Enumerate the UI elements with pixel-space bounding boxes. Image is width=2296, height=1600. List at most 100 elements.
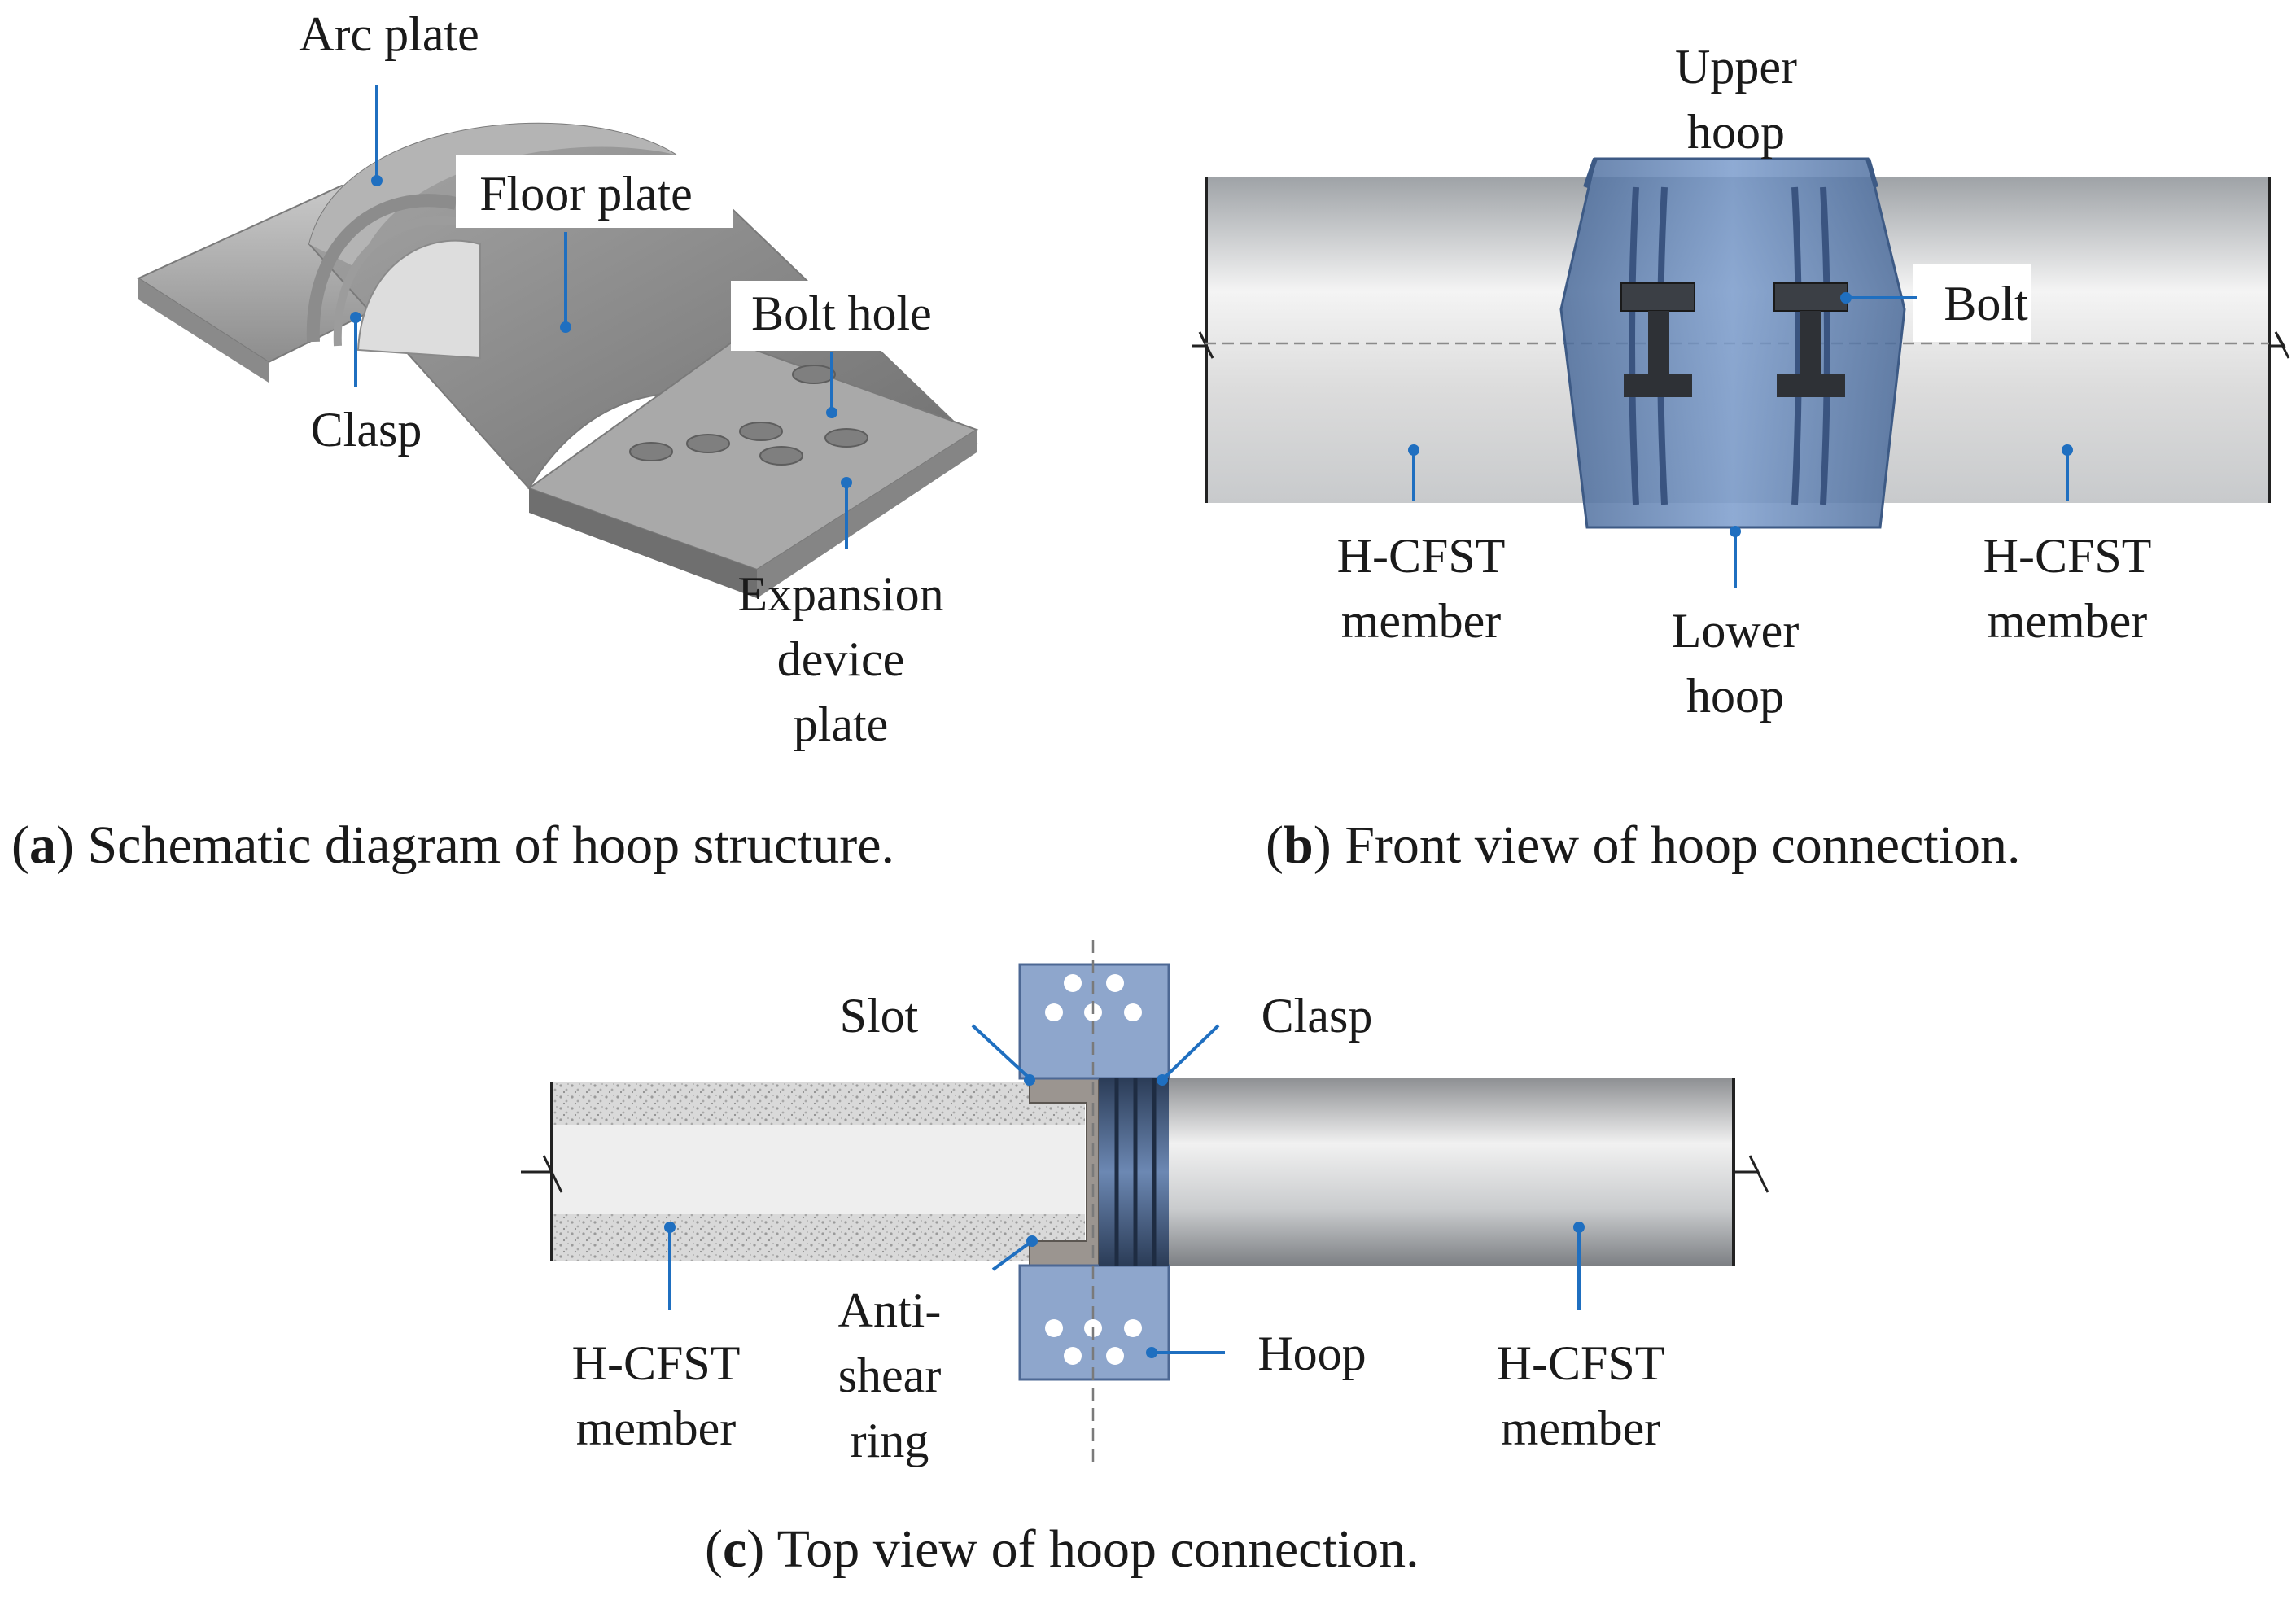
concrete-wall-bottom [552, 1214, 1085, 1261]
left-wing-edge [138, 278, 269, 383]
floor-plate-label: Floor plate [479, 167, 693, 221]
bolt-hole [629, 442, 673, 461]
clasp-dot-c [1157, 1074, 1168, 1086]
hoop-block-upper [1018, 963, 1170, 1080]
hollow-core [552, 1125, 1085, 1214]
arc-plate-dot [371, 175, 383, 186]
expansion-label-line2: device [777, 632, 905, 686]
hoop-bolt-holes-upper [1045, 974, 1142, 1021]
hoop-bolt-hole [1124, 1003, 1142, 1021]
bolt-label: Bolt [1944, 277, 2028, 330]
upper-hoop-label-line2: hoop [1687, 105, 1785, 159]
bolt-label-box [1913, 264, 2031, 342]
bolt-hole [759, 446, 803, 466]
bolt-hole-dot [826, 407, 837, 418]
hoop-label-c: Hoop [1257, 1327, 1366, 1380]
member-right-label-c-line1: H-CFST [1497, 1336, 1665, 1390]
bolt-nut [1624, 374, 1692, 397]
upper-hoop-label-line1: Upper [1675, 40, 1797, 94]
bolt-head [1620, 282, 1695, 312]
caption-b-letter: b [1284, 815, 1314, 875]
member-left-label-c-line1: H-CFST [572, 1336, 741, 1390]
floor-plate-front-edge [529, 488, 757, 598]
floor-plate-side-edge [757, 430, 977, 598]
h-cfst-pipe-c [1164, 1078, 1734, 1266]
member-left-dot-c [664, 1222, 676, 1233]
hoop-groove [1791, 186, 1802, 505]
bolt-dot [1840, 292, 1852, 304]
bolt-hole [739, 422, 783, 441]
bolt-shank [1800, 311, 1821, 374]
clasp-label-a: Clasp [311, 403, 422, 457]
bolt-hole [686, 434, 730, 453]
member-right-label-b-line2: member [1988, 594, 2148, 648]
member-left-label-b-line2: member [1341, 594, 1502, 648]
expansion-dot [841, 477, 852, 488]
floor-plate-label-box [456, 155, 733, 228]
hoop-bolt-hole [1045, 1319, 1063, 1337]
bolt-left [1620, 282, 1695, 397]
bolt-hole [792, 365, 836, 384]
arc-plate-label: Arc plate [299, 7, 479, 61]
lower-hoop-label-line2: hoop [1686, 669, 1784, 723]
concrete-wall-top [552, 1082, 1085, 1125]
anti-shear-label-line1: Anti- [838, 1283, 942, 1337]
upper-hoop-flange-right [1865, 158, 1878, 188]
hoop-bolt-hole [1045, 1003, 1063, 1021]
panel-c: Slot Clasp Anti- shear ring Hoop H-CFST … [521, 940, 1769, 1579]
lower-hoop-label-line1: Lower [1672, 604, 1800, 658]
arc-end-face [309, 123, 676, 269]
expansion-label-line3: plate [794, 697, 889, 751]
pipe-right-break [2269, 331, 2290, 359]
hoop-b [1559, 157, 1906, 529]
bolt-holes [629, 365, 868, 466]
bolt-right [1773, 282, 1848, 397]
slot-leader [971, 1024, 1031, 1080]
clasp-dot-a [350, 312, 361, 323]
member-right-label-c-line2: member [1501, 1401, 1661, 1455]
panel-a: Arc plate Floor plate Bolt hole Clasp Ex… [11, 7, 979, 875]
lower-hoop-dot [1730, 526, 1741, 537]
panel-b: Upper hoop Bolt H-CFST member Lower hoop… [1192, 40, 2290, 875]
member-left-dot-b [1408, 444, 1419, 456]
hoop-bolt-hole [1106, 974, 1124, 992]
caption-c-letter: c [723, 1519, 746, 1579]
caption-b: (b) Front view of hoop connection. [1266, 815, 2021, 875]
hoop-3d-model [136, 122, 979, 598]
floor-plate-dot [560, 321, 571, 333]
hoop-bolt-hole [1064, 1347, 1082, 1365]
bolt-nut [1777, 374, 1845, 397]
caption-c-text: Top view of hoop connection. [777, 1519, 1419, 1579]
bolt-hole [824, 428, 868, 448]
slot-label: Slot [840, 989, 919, 1043]
hoop-dot-c [1146, 1347, 1157, 1358]
caption-a-letter: a [29, 815, 56, 875]
anti-shear-label-line3: ring [851, 1414, 929, 1467]
clasp-leader-c [1162, 1024, 1220, 1080]
member-right-dot-b [2062, 444, 2073, 456]
bolt-shank [1648, 311, 1669, 374]
hoop-bolt-hole [1064, 974, 1082, 992]
pipe-left-break [1192, 331, 1214, 359]
caption-c: (c) Top view of hoop connection. [705, 1519, 1419, 1579]
anti-shear-label-line2: shear [838, 1349, 942, 1402]
slot-dot [1024, 1074, 1035, 1086]
member-right-dot-c [1573, 1222, 1585, 1233]
clasp-inner-arch [356, 239, 481, 360]
anti-shear-leader [991, 1239, 1034, 1271]
left-section-break [521, 1155, 563, 1193]
bolt-head [1773, 282, 1848, 312]
hoop-bolt-hole [1124, 1319, 1142, 1337]
hoop-body [1559, 157, 1906, 529]
upper-hoop-flange-left [1583, 158, 1598, 188]
bolt-hole-label: Bolt hole [751, 286, 932, 340]
member-left-label-c-line2: member [576, 1401, 737, 1455]
hoop-bolt-hole [1106, 1347, 1124, 1365]
hoop-groove [1820, 186, 1830, 505]
caption-a: (a) Schematic diagram of hoop structure. [11, 815, 894, 875]
hoop-groove [1629, 186, 1639, 505]
expansion-label-line1: Expansion [737, 567, 943, 621]
anti-shear-dot [1026, 1235, 1038, 1247]
caption-b-text: Front view of hoop connection. [1345, 815, 2020, 875]
